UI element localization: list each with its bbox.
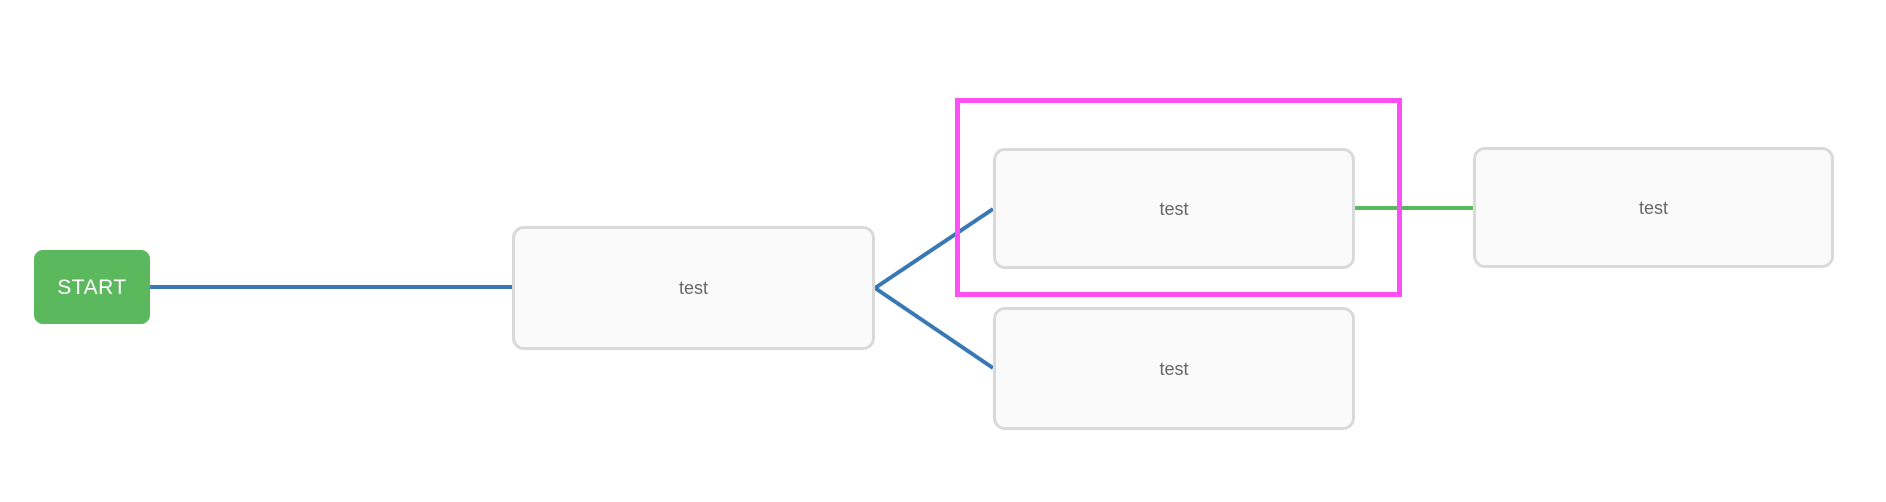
start-node[interactable]: START [34,250,150,324]
flow-node-4[interactable]: test [1473,147,1834,268]
edge-node1-to-node2[interactable] [873,207,995,290]
flow-node-2-selected[interactable]: test [993,148,1355,269]
node-label: test [1159,358,1189,379]
edge-node1-to-node3[interactable] [873,286,995,370]
flow-node-3[interactable]: test [993,307,1355,430]
flow-node-1[interactable]: test [512,226,875,350]
node-label: test [678,278,708,298]
start-node-label: START [57,275,127,299]
node-label: test [1638,197,1668,218]
node-label: test [1159,198,1189,219]
